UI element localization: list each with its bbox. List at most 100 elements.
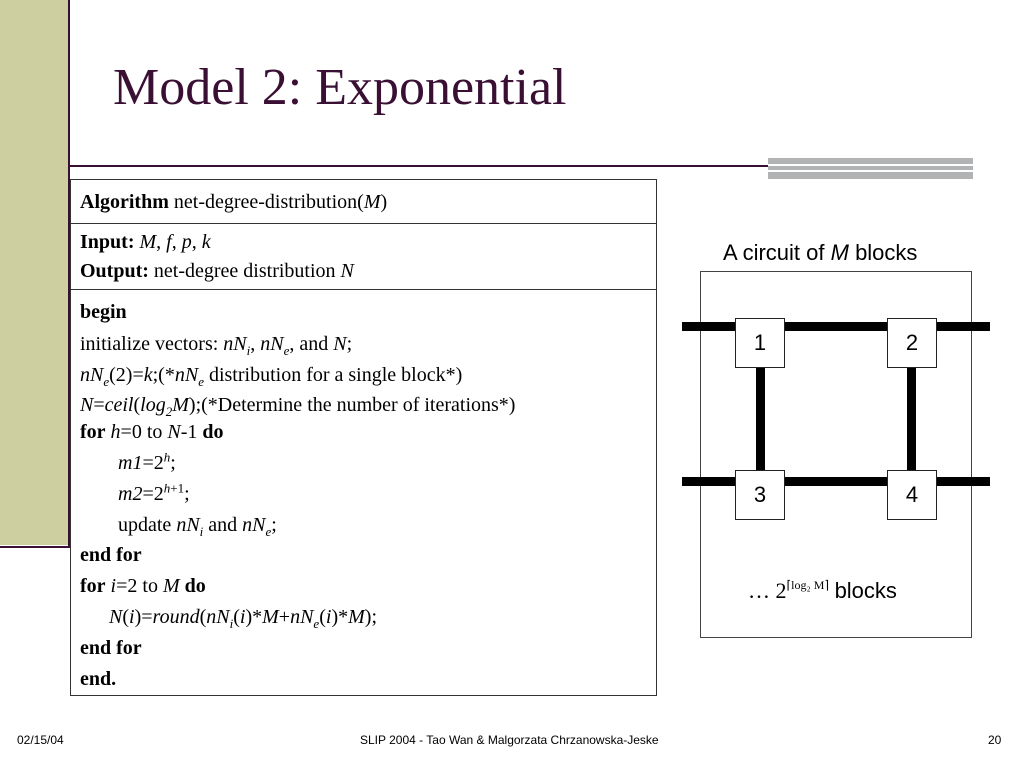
fn-round: round xyxy=(152,606,200,628)
algorithm-arg: M xyxy=(363,191,381,213)
algorithm-box: Algorithm net-degree-distribution(M) Inp… xyxy=(70,179,657,696)
algorithm-title-line: Algorithm net-degree-distribution(M) xyxy=(80,192,387,212)
comment-text: );(*Determine the number of iterations*) xyxy=(188,394,516,416)
exp-base: 2 xyxy=(775,578,787,603)
ellipsis: … xyxy=(748,578,770,603)
sub-i: i xyxy=(229,616,234,631)
input-label: Input: xyxy=(80,231,135,253)
algorithm-keyword: Algorithm xyxy=(80,191,169,213)
horizontal-wire-bottom xyxy=(682,477,990,486)
var-n: N xyxy=(80,394,94,416)
algorithm-header: Algorithm net-degree-distribution(M) xyxy=(71,180,656,224)
var-k: k xyxy=(143,364,153,386)
var-n: N xyxy=(109,606,123,628)
caption-post: blocks xyxy=(855,240,918,265)
init-text: initialize vectors: xyxy=(80,333,219,355)
horizontal-wire-top xyxy=(682,322,990,331)
init-and: , and xyxy=(289,333,329,355)
kw-do: do xyxy=(202,421,224,443)
output-var: N xyxy=(340,260,354,282)
output-line: Output: net-degree distribution N xyxy=(80,261,354,281)
semicolon: ; xyxy=(184,483,190,505)
comment-open: ;(* xyxy=(152,364,175,386)
paren: ( xyxy=(133,394,141,416)
var-nn: nN xyxy=(290,606,314,628)
input-m: M xyxy=(139,231,157,253)
footer-page-number: 20 xyxy=(988,733,1002,747)
input-line: Input: M, f, p, k xyxy=(80,232,211,252)
blocks-word: blocks xyxy=(834,578,897,603)
footer-date: 02/15/04 xyxy=(17,733,64,747)
code-line-round: N(i)=round(nNi(i)*M+nNe(i)*M); xyxy=(109,606,377,630)
input-sep: , xyxy=(156,231,167,253)
kw-end: end. xyxy=(80,668,117,690)
nne-mid: (2)= xyxy=(109,364,144,386)
kw-for: for xyxy=(80,421,106,443)
sidebar-rule xyxy=(68,0,70,548)
code-line-init: initialize vectors: nNi, nNe, and N; xyxy=(80,333,353,357)
var-nn: nN xyxy=(80,364,104,386)
kw-begin: begin xyxy=(80,301,127,323)
fn-ceil: ceil xyxy=(104,394,134,416)
paren-mul: )* xyxy=(331,606,349,628)
var-nn: nN xyxy=(260,333,284,355)
input-k: k xyxy=(201,231,211,253)
code-line-end: end. xyxy=(80,669,116,689)
var-m2: m2 xyxy=(118,483,143,505)
algorithm-name: net-degree-distribution( xyxy=(173,191,364,213)
var-i: i xyxy=(129,606,135,628)
sub-2: 2 xyxy=(165,404,173,419)
exp-h: h xyxy=(163,480,171,496)
footer-center: SLIP 2004 - Tao Wan & Malgorzata Chrzano… xyxy=(360,733,659,747)
input-sep: , xyxy=(191,231,202,253)
fn-log: log xyxy=(140,394,166,416)
var-nn: nN xyxy=(242,514,266,536)
sub-e: e xyxy=(103,374,110,389)
sub-e: e xyxy=(313,616,320,631)
code-line-endfor2: end for xyxy=(80,638,142,658)
code-line-for1: for h=0 to N-1 do xyxy=(80,422,224,442)
kw-do: do xyxy=(184,575,206,597)
equals: = xyxy=(93,394,105,416)
update-text: update xyxy=(118,514,172,536)
code-line-nne: nNe(2)=k;(*nNe distribution for a single… xyxy=(80,364,463,388)
var-nn: nN xyxy=(206,606,230,628)
var-m: M xyxy=(262,606,279,628)
input-sep: , xyxy=(171,231,182,253)
code-line-ceil: N=ceil(log2M);(*Determine the number of … xyxy=(80,394,516,418)
sidebar-decoration xyxy=(0,0,68,545)
var-nn: nN xyxy=(174,364,199,386)
semicolon: ; xyxy=(346,333,353,355)
update-and: and xyxy=(208,514,238,536)
vertical-wire-right xyxy=(907,360,916,472)
exp-h: h xyxy=(163,449,171,465)
output-text: net-degree distribution xyxy=(153,260,336,282)
var-m: M xyxy=(172,394,189,416)
var-n: N xyxy=(333,333,347,355)
circuit-diagram xyxy=(700,271,972,638)
var-h: h xyxy=(110,421,121,443)
vertical-wire-left xyxy=(756,360,765,472)
var-m1: m1 xyxy=(118,452,143,474)
var-nn: nN xyxy=(176,514,200,536)
var-nn: nN xyxy=(223,333,247,355)
code-line-for2: for i=2 to M do xyxy=(80,576,206,596)
m2-eq: =2 xyxy=(142,483,164,505)
paren: ( xyxy=(122,606,130,628)
circuit-block-2: 2 xyxy=(887,318,937,368)
kw-end-for: end for xyxy=(80,637,142,659)
code-line-update: update nNi and nNe; xyxy=(118,514,277,538)
code-line-begin: begin xyxy=(80,302,127,322)
for-range: =0 to xyxy=(120,421,163,443)
semicolon: ; xyxy=(271,514,277,536)
paren: ( xyxy=(319,606,326,628)
sub-e: e xyxy=(198,374,204,389)
kw-for: for xyxy=(80,575,106,597)
var-i: i xyxy=(325,606,332,628)
paren-mul: )* xyxy=(245,606,263,628)
title-rule xyxy=(68,165,973,167)
comment-text: distribution for a single block*) xyxy=(208,364,463,386)
accent-bar xyxy=(768,158,973,179)
sub-i: i xyxy=(246,343,251,358)
caption-pre: A circuit of xyxy=(723,240,825,265)
